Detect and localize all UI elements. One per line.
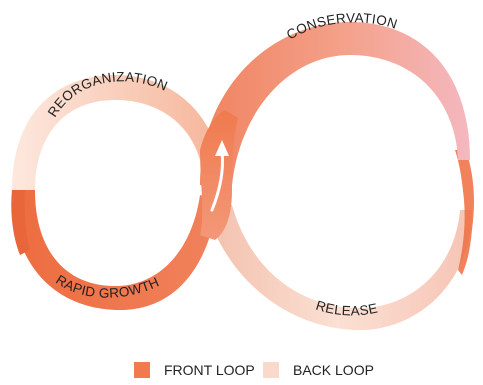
release-band bbox=[205, 205, 472, 330]
legend-front-loop-label: FRONT LOOP bbox=[164, 362, 255, 378]
arrow-up-icon bbox=[210, 140, 229, 212]
conservation-band bbox=[200, 22, 470, 185]
front-loop-swatch bbox=[134, 362, 150, 378]
reorganization-band bbox=[12, 75, 215, 190]
legend-item-back-loop: BACK LOOP bbox=[263, 359, 374, 381]
conservation-rim bbox=[455, 150, 474, 275]
legend-back-loop-label: BACK LOOP bbox=[293, 362, 374, 378]
label-release: RELEASE bbox=[314, 298, 379, 319]
legend: FRONT LOOP BACK LOOP bbox=[0, 359, 483, 381]
rapid-growth-rim bbox=[11, 190, 30, 255]
rapid-growth-band bbox=[12, 190, 218, 310]
legend-item-front-loop: FRONT LOOP bbox=[134, 359, 255, 381]
back-loop-swatch bbox=[263, 362, 279, 378]
crossover-band bbox=[200, 110, 238, 240]
